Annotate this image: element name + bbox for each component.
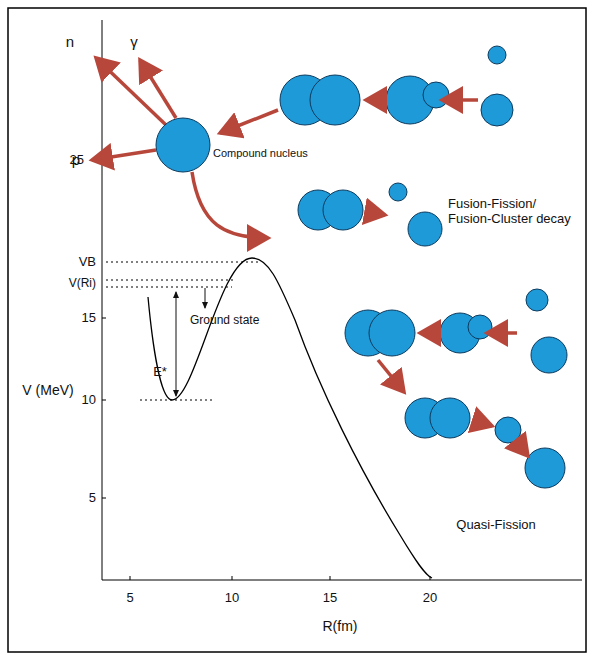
text-label: E* [153, 365, 167, 380]
text-label: Fusion-Fission/ Fusion-Cluster decay [448, 197, 582, 227]
node-heading: Compound nucleus [213, 147, 308, 159]
axis-label: 15 [323, 591, 337, 606]
axis-label: 10 [225, 591, 239, 606]
axis-label: 15 [82, 311, 96, 326]
axis-label: 10 [82, 393, 96, 408]
text-label: n [66, 33, 74, 50]
axis-label: R(fm) [323, 618, 358, 634]
axis-label: 25 [70, 153, 84, 168]
axis-label: 5 [89, 491, 96, 506]
text-label: Ground state [190, 314, 259, 328]
nucleus-circle: Compound nucleus [155, 117, 211, 173]
axis-label: 20 [423, 591, 437, 606]
axis-label: VB [79, 255, 96, 270]
text-label: V (MeV) [22, 382, 73, 398]
circle-outline [155, 117, 211, 173]
axis-label: V(Ri) [69, 277, 96, 291]
text-label: Quasi-Fission [456, 518, 535, 533]
text-label: γ [130, 33, 138, 50]
axis-label: 5 [126, 591, 133, 606]
nucleus-shape [156, 118, 210, 172]
